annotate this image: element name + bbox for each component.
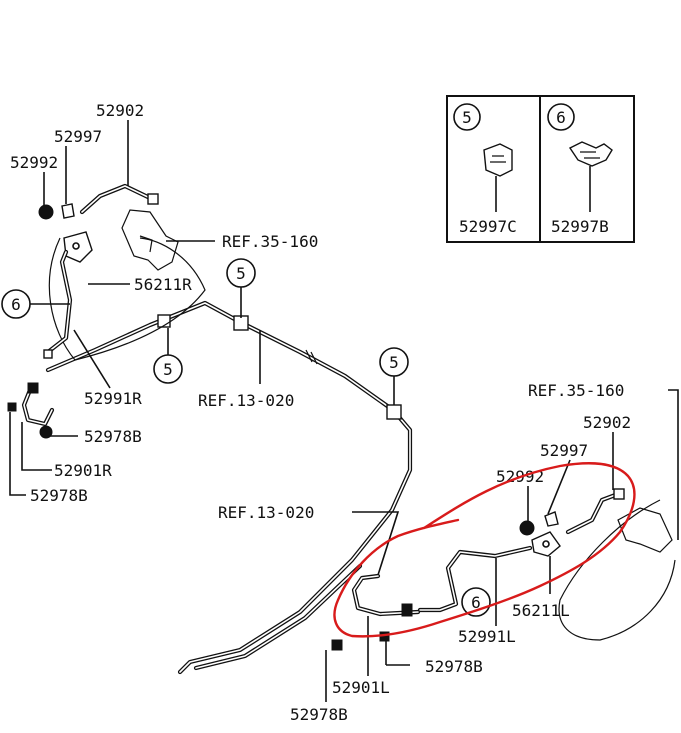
legend-callout-5: 5 (453, 103, 481, 131)
label-52978b-left: 52978B (425, 657, 483, 676)
callout-6-left: 6 (461, 587, 491, 617)
legend-part-52997b: 52997B (551, 217, 609, 236)
label-ref13-upper: REF.13-020 (198, 391, 294, 410)
callout-number: 5 (236, 264, 246, 283)
label-52901l: 52901L (332, 678, 390, 697)
label-52902-right: 52902 (96, 101, 144, 120)
label-52978b-left-lower: 52978B (290, 705, 348, 724)
label-52901r: 52901R (54, 461, 112, 480)
label-52991r: 52991R (84, 389, 142, 408)
label-52992-right: 52992 (10, 153, 58, 172)
clip-52997c-icon (483, 143, 513, 212)
callout-5-right: 5 (379, 347, 409, 377)
legend-callout-6: 6 (547, 103, 575, 131)
callout-5-lower: 5 (153, 354, 183, 384)
callout-number: 5 (163, 360, 173, 379)
callout-number: 6 (556, 108, 566, 127)
label-52997-right: 52997 (54, 127, 102, 146)
callout-number: 6 (471, 593, 481, 612)
main-brake-line (45, 300, 413, 675)
label-52997-left: 52997 (540, 441, 588, 460)
red-highlight-loop (333, 462, 636, 638)
label-52991l: 52991L (458, 627, 516, 646)
label-56211l: 56211L (512, 601, 570, 620)
label-ref35-left: REF.35-160 (528, 381, 624, 400)
clip-52997b-icon (568, 141, 613, 212)
callout-number: 5 (462, 108, 472, 127)
callout-5-upper: 5 (226, 258, 256, 288)
label-52902-left: 52902 (583, 413, 631, 432)
label-ref13-lower: REF.13-020 (218, 503, 314, 522)
front-left-assembly (331, 488, 676, 651)
legend-part-52997c: 52997C (459, 217, 517, 236)
clip-legend: 5 6 52997C 52997B (446, 95, 635, 243)
label-52978b-right: 52978B (84, 427, 142, 446)
callout-number: 6 (11, 295, 21, 314)
callout-6-right: 6 (1, 289, 31, 319)
leader-lines (9, 120, 679, 702)
label-56211r: 56211R (134, 275, 192, 294)
label-ref35-right: REF.35-160 (222, 232, 318, 251)
label-52978b-right-lower: 52978B (30, 486, 88, 505)
front-right-assembly (7, 183, 206, 439)
callout-number: 5 (389, 353, 399, 372)
